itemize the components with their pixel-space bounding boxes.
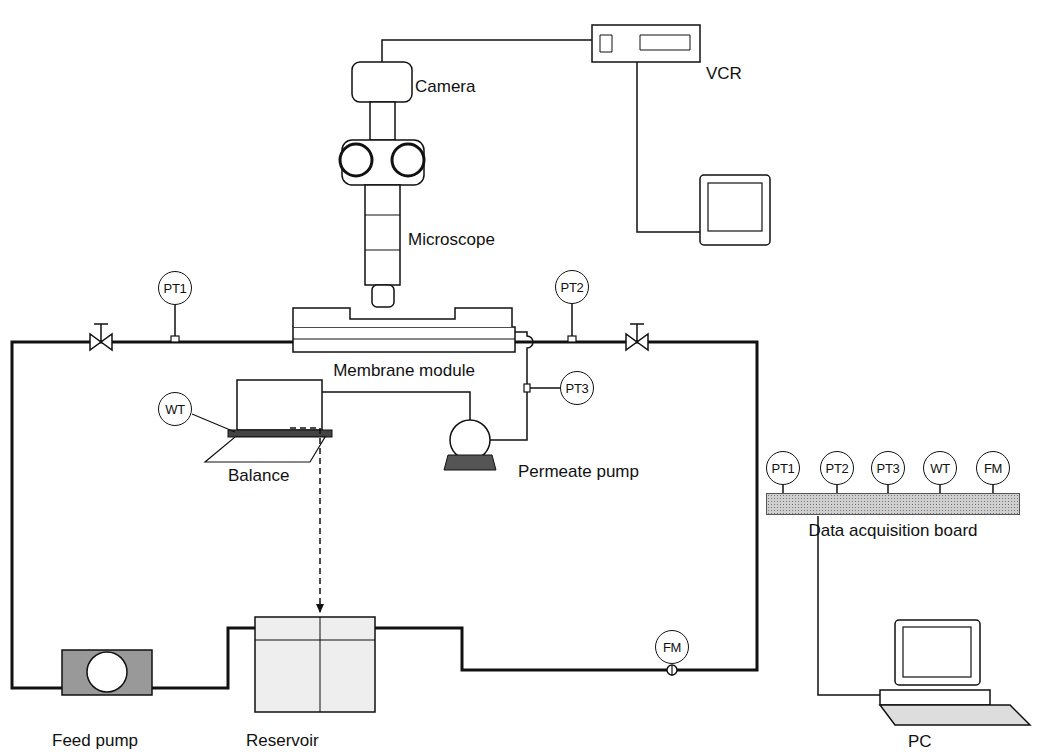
gauge-tag: PT2	[561, 280, 584, 295]
gauge-circle: PT3	[560, 371, 594, 405]
gauge-tag: PT3	[877, 461, 900, 476]
camera-label: Camera	[415, 77, 475, 97]
gauge-circle: FM	[655, 630, 689, 664]
gauge-circle: PT1	[766, 451, 800, 485]
gauge-circle: WT	[158, 392, 192, 426]
module-outline	[290, 305, 518, 355]
signal-wire	[887, 485, 889, 493]
gauge-circle: FM	[976, 451, 1010, 485]
signal-wire	[992, 485, 994, 493]
node-heading: Data acquisition board	[808, 521, 977, 541]
pump-label: Permeate pump	[518, 462, 639, 482]
signal-wire	[836, 485, 838, 493]
microscope-label: Microscope	[408, 230, 495, 250]
gauge-circle: PT3	[871, 451, 905, 485]
reservoir-label: Reservoir	[246, 731, 319, 751]
gauge-tag: FM	[663, 640, 681, 655]
acquisition-board: Data acquisition board	[766, 493, 1020, 515]
gauge-tag: WT	[930, 461, 950, 476]
gauge-tag: PT1	[164, 281, 187, 296]
signal-wire	[782, 485, 784, 493]
membrane-module: Membrane module	[290, 305, 518, 395]
gauge-tag: FM	[984, 461, 1002, 476]
vcr-label: VCR	[706, 64, 742, 84]
gauge-tag: PT3	[566, 381, 589, 396]
gauge-circle: WT	[923, 451, 957, 485]
gauge-circle: PT2	[555, 270, 589, 304]
balance-label: Balance	[228, 466, 289, 486]
gauge-tag: PT2	[826, 461, 849, 476]
node-heading: Membrane module	[333, 361, 475, 381]
pc-label: PC	[908, 732, 932, 752]
signal-wire	[939, 485, 941, 493]
gauge-tag: PT1	[772, 461, 795, 476]
pump-label: Feed pump	[52, 731, 138, 751]
gauge-circle: PT1	[158, 271, 192, 305]
gauge-tag: WT	[165, 402, 185, 417]
gauge-circle: PT2	[820, 451, 854, 485]
